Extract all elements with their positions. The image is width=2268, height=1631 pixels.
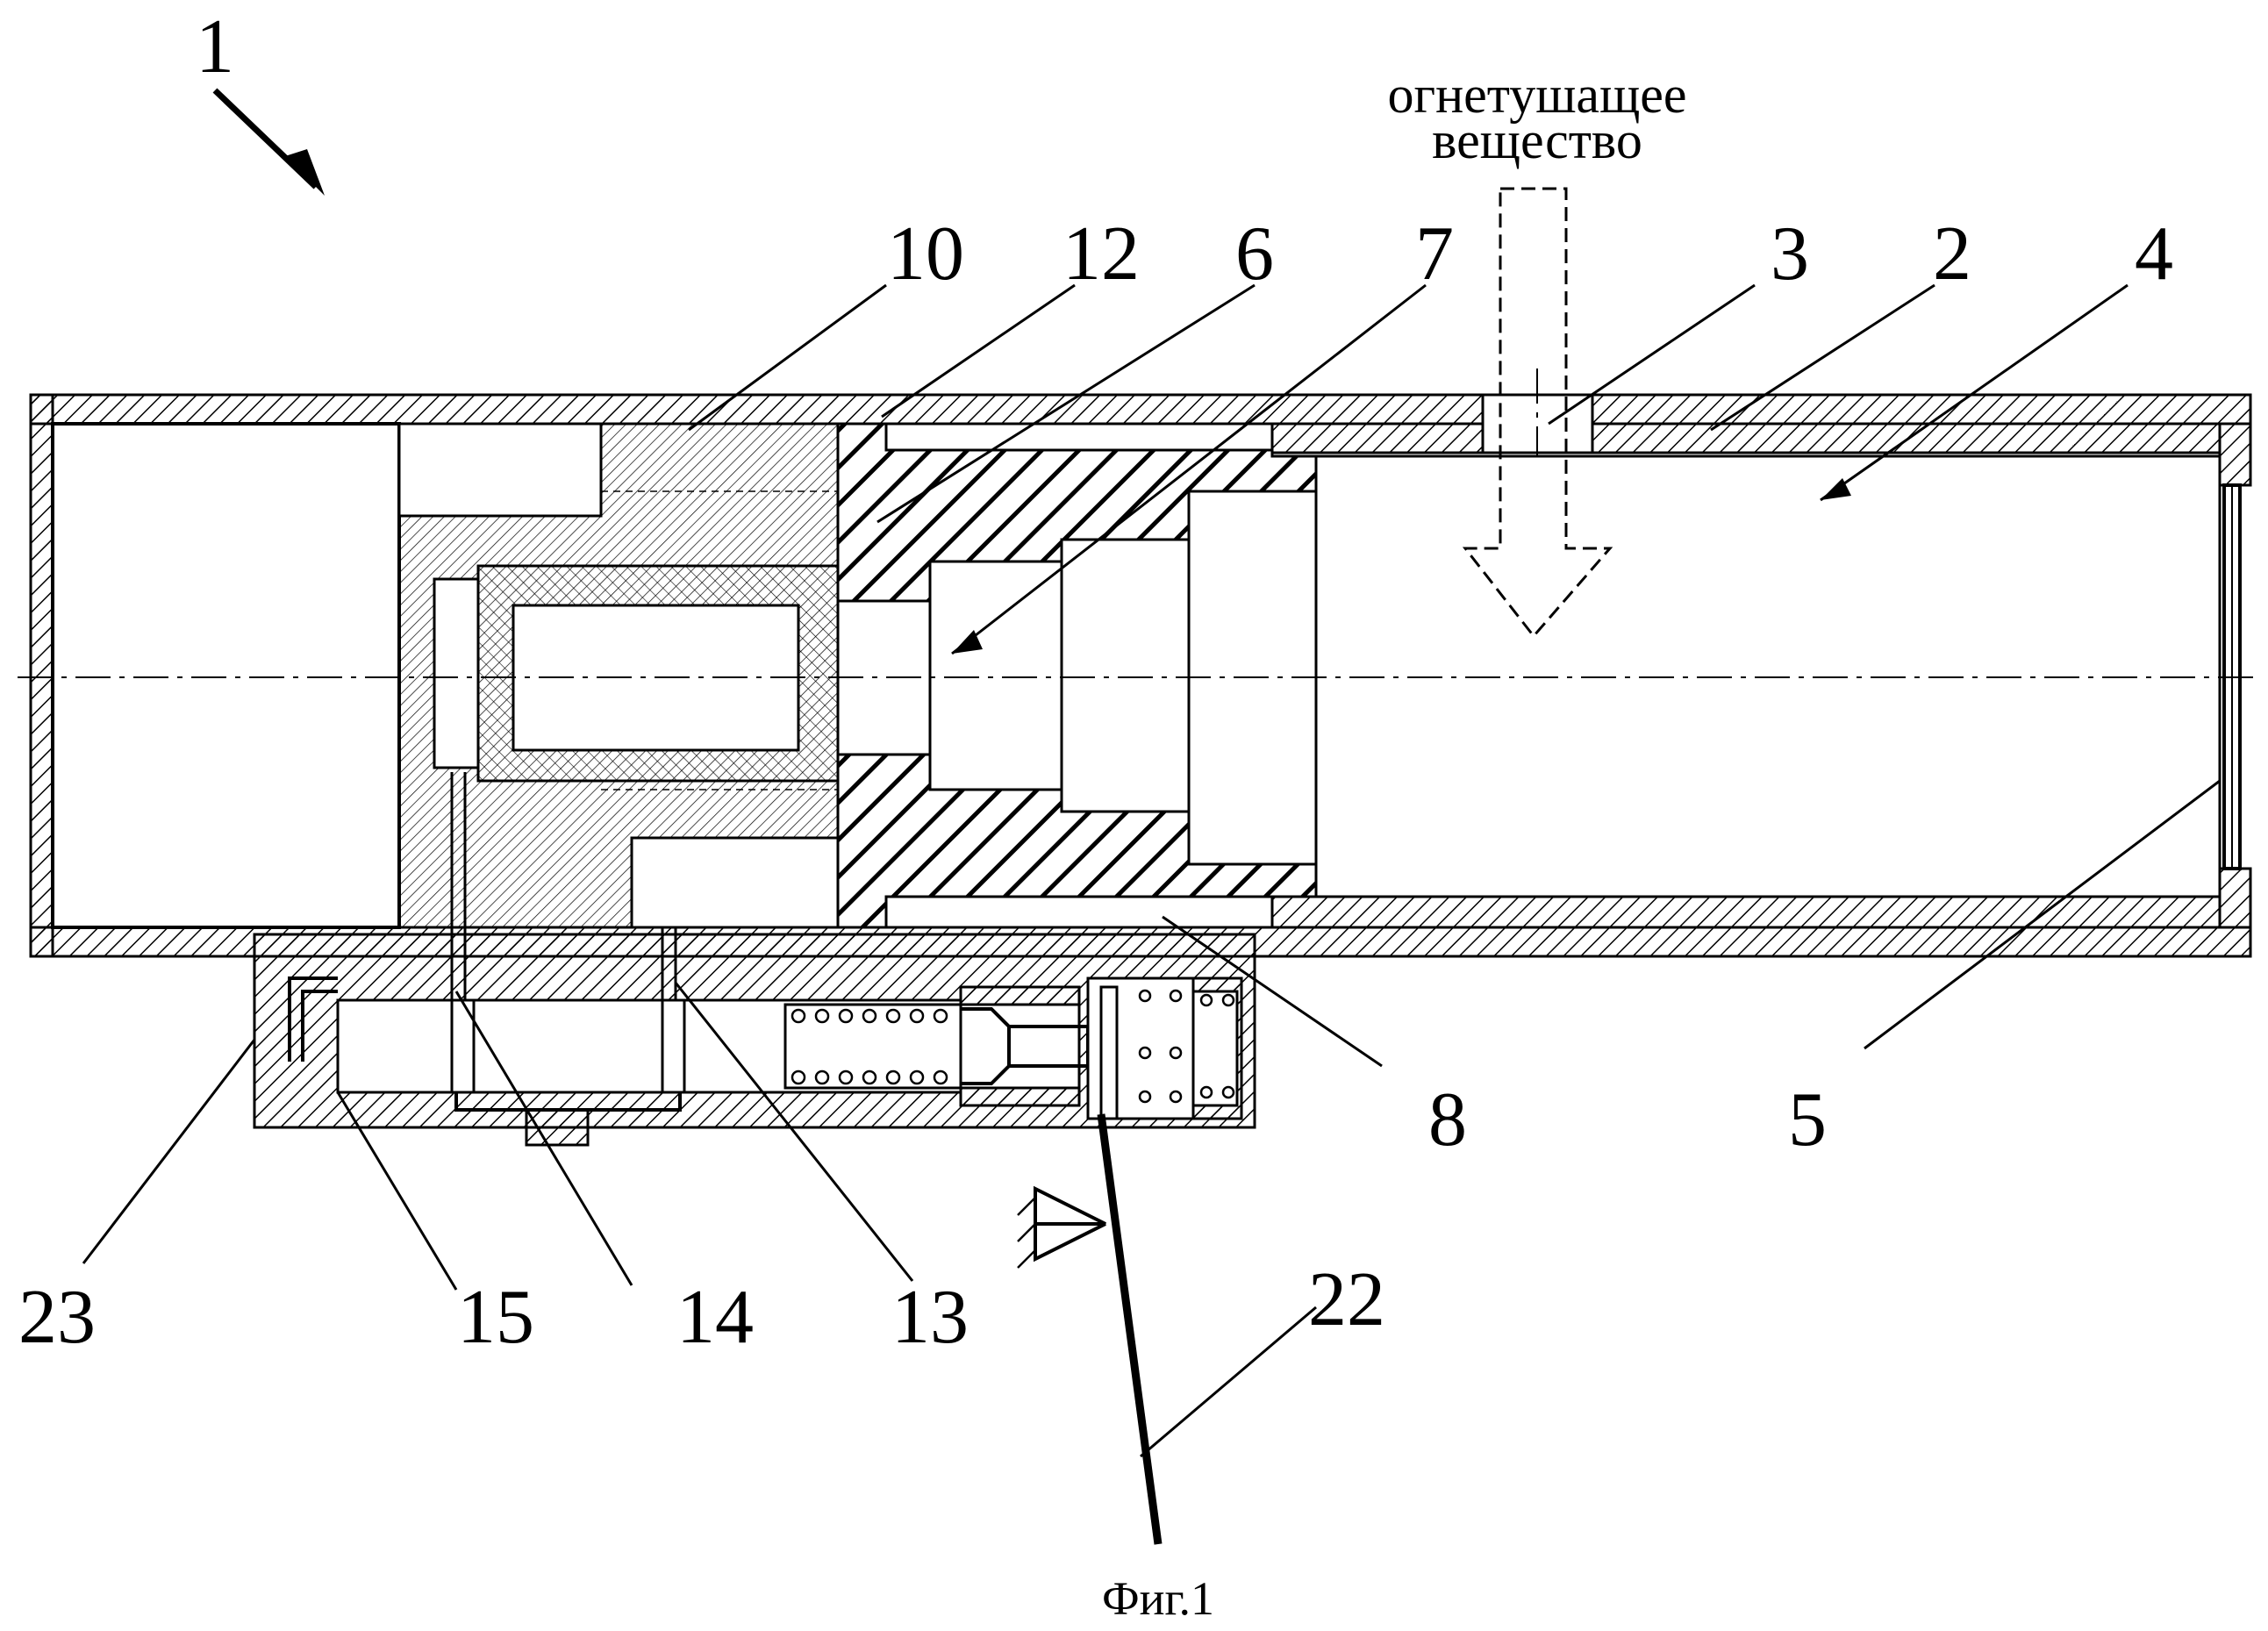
callout-3: 3 — [1771, 211, 1809, 297]
trigger-lever — [1018, 1114, 1158, 1544]
callout-13: 13 — [891, 1275, 969, 1360]
callout-15: 15 — [457, 1275, 534, 1360]
callout-22: 22 — [1308, 1257, 1385, 1342]
callout-12: 12 — [1062, 211, 1140, 297]
plug — [838, 424, 1316, 927]
callout-14: 14 — [676, 1275, 754, 1360]
callout-1: 1 — [196, 4, 234, 89]
callout-6: 6 — [1235, 211, 1274, 297]
piston — [434, 566, 838, 781]
callout-5: 5 — [1788, 1077, 1827, 1162]
callout-4: 4 — [2135, 211, 2173, 297]
callout-8: 8 — [1428, 1077, 1467, 1162]
callout-23: 23 — [18, 1275, 96, 1360]
callout-10: 10 — [887, 211, 964, 297]
flow-label-line2: вещество — [1432, 111, 1642, 169]
callout-2: 2 — [1933, 211, 1971, 297]
figure-caption: Фиг.1 — [1102, 1572, 1214, 1625]
callout-7: 7 — [1415, 211, 1454, 297]
